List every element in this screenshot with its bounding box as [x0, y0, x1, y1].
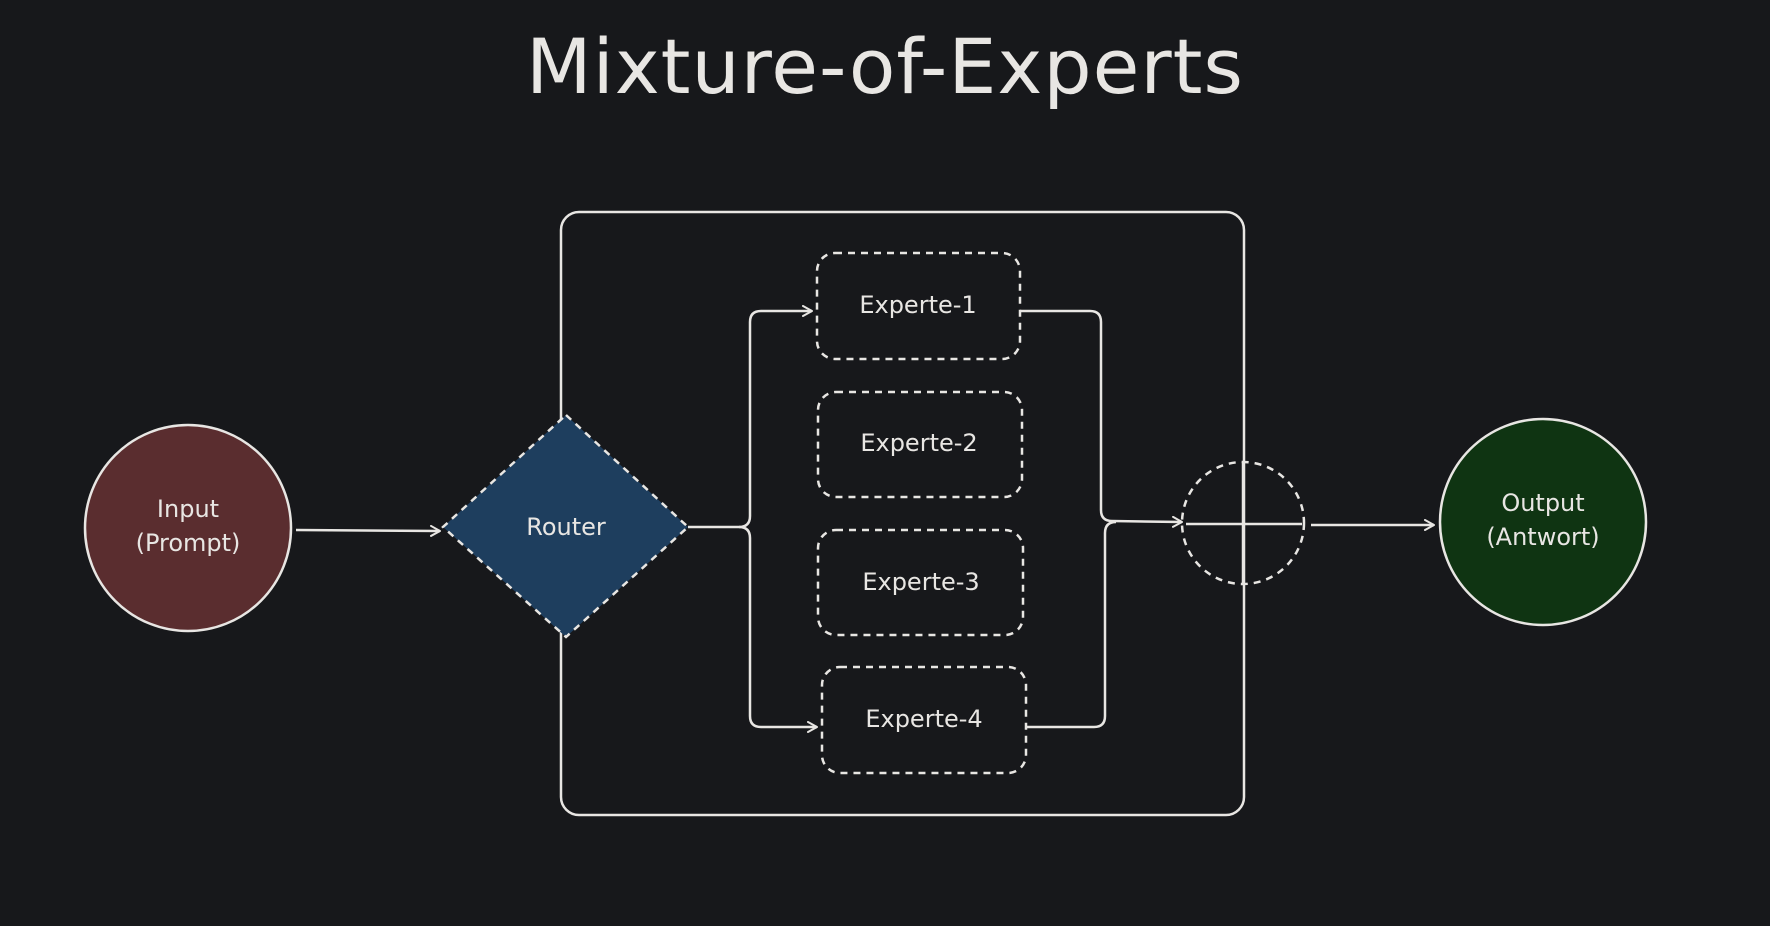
arrow-expert-4-to-combine	[1026, 520, 1117, 729]
expert-label-1: Experte-1	[859, 291, 977, 319]
expert-box-4	[820, 665, 1028, 775]
arrow-router-to-expert-4	[738, 525, 818, 733]
router-node	[441, 413, 690, 639]
output-label-line2: (Antwort)	[1486, 523, 1600, 551]
output-label: Output (Antwort)	[1458, 486, 1628, 554]
expert-box-2	[816, 390, 1024, 499]
output-label-line1: Output	[1501, 489, 1585, 517]
expert-box-3	[816, 528, 1025, 637]
arrow-input-to-router	[295, 524, 441, 537]
router-label: Router	[526, 513, 606, 541]
arrow-router-to-expert-1	[688, 305, 813, 529]
input-label-line1: Input	[156, 495, 220, 523]
input-node	[83, 423, 293, 633]
input-label-line2: (Prompt)	[135, 529, 241, 557]
expert-label-3: Experte-3	[862, 568, 980, 596]
output-node	[1438, 417, 1648, 627]
expert-label-2: Experte-2	[860, 429, 978, 457]
expert-box-1	[815, 251, 1022, 361]
diagram-title: Mixture-of-Experts	[526, 22, 1244, 111]
arrow-expert-1-to-combine	[1020, 309, 1183, 528]
input-label: Input (Prompt)	[108, 492, 268, 560]
expert-label-4: Experte-4	[865, 705, 983, 733]
